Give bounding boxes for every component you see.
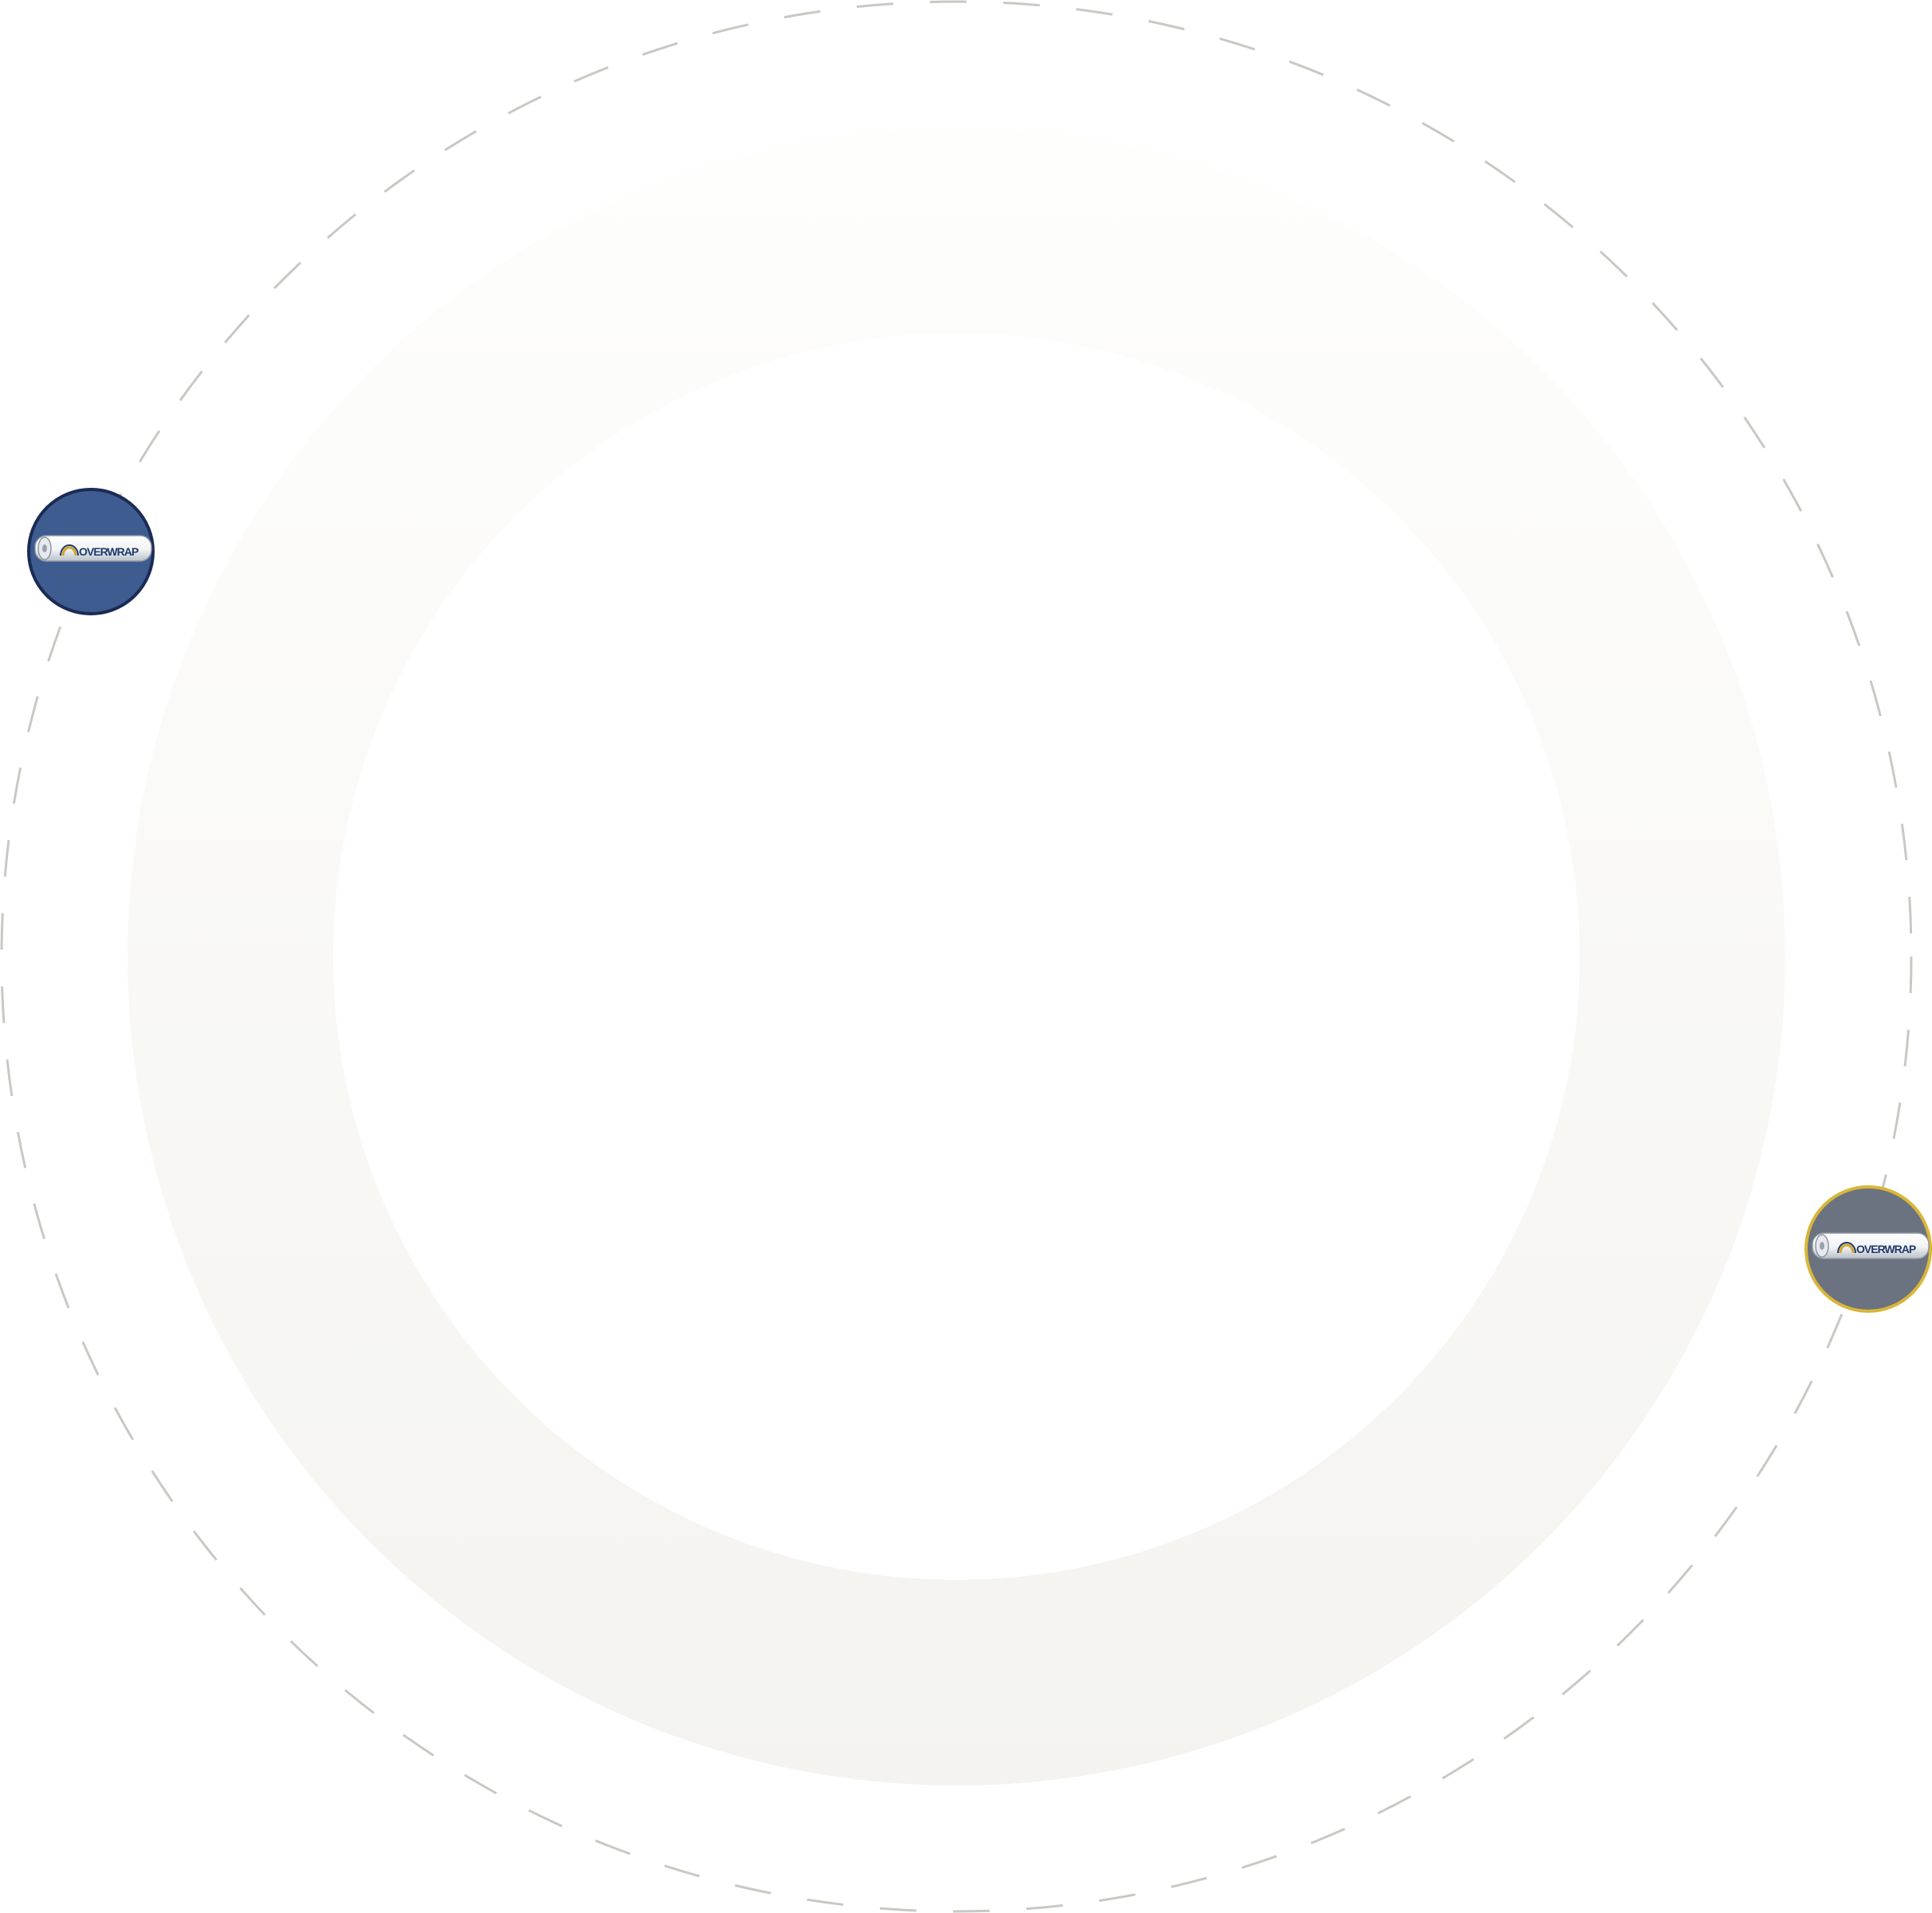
product-badge-gray[interactable]: OVERWRAP xyxy=(1804,1185,1932,1313)
product-badge-blue[interactable]: OVERWRAP xyxy=(27,488,155,615)
inner-white-disc xyxy=(333,333,1580,1580)
badge-brand-label: OVERWRAP xyxy=(79,545,139,558)
badge-brand-label: OVERWRAP xyxy=(1856,1243,1916,1255)
product-roll-icon: OVERWRAP xyxy=(34,535,152,562)
product-roll-icon: OVERWRAP xyxy=(1812,1232,1930,1259)
